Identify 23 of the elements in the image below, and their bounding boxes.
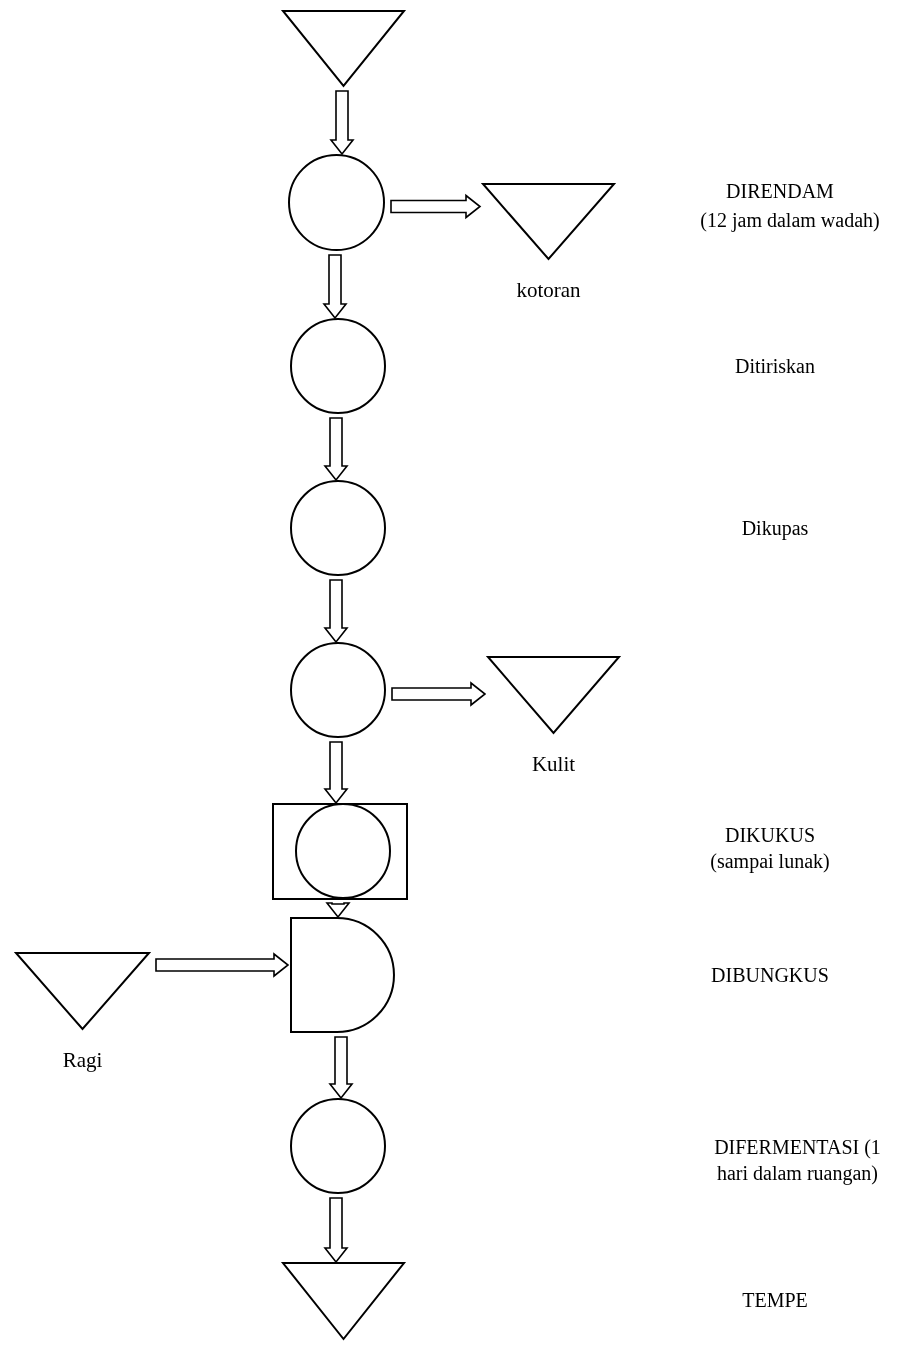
step-label: (sampai lunak) — [709, 849, 831, 874]
step-label: DIKUKUS — [724, 823, 816, 848]
block-arrow — [329, 90, 355, 156]
block-arrow — [328, 1036, 354, 1100]
step-label: Dikupas — [740, 516, 810, 541]
block-arrow — [325, 902, 351, 919]
block-arrow — [323, 417, 349, 482]
block-arrow — [323, 1197, 349, 1264]
block-arrow — [323, 741, 349, 805]
block-arrow — [390, 193, 482, 220]
block-arrow — [155, 952, 290, 978]
block-arrow — [323, 579, 349, 644]
step-label: DIRENDAM — [725, 179, 835, 204]
step-label: Ditiriskan — [734, 354, 816, 379]
block-arrow — [391, 681, 487, 707]
step-label: DIBUNGKUS — [710, 963, 830, 988]
step-label: (12 jam dalam wadah) — [699, 208, 881, 233]
output-label: Kulit — [530, 752, 577, 776]
step-label: TEMPE — [741, 1288, 809, 1313]
output-label: kotoran — [515, 278, 582, 302]
output-label: Ragi — [61, 1048, 104, 1072]
step-label: DIFERMENTASI (1 hari dalam ruangan) — [713, 1135, 882, 1186]
block-arrow — [322, 254, 348, 320]
